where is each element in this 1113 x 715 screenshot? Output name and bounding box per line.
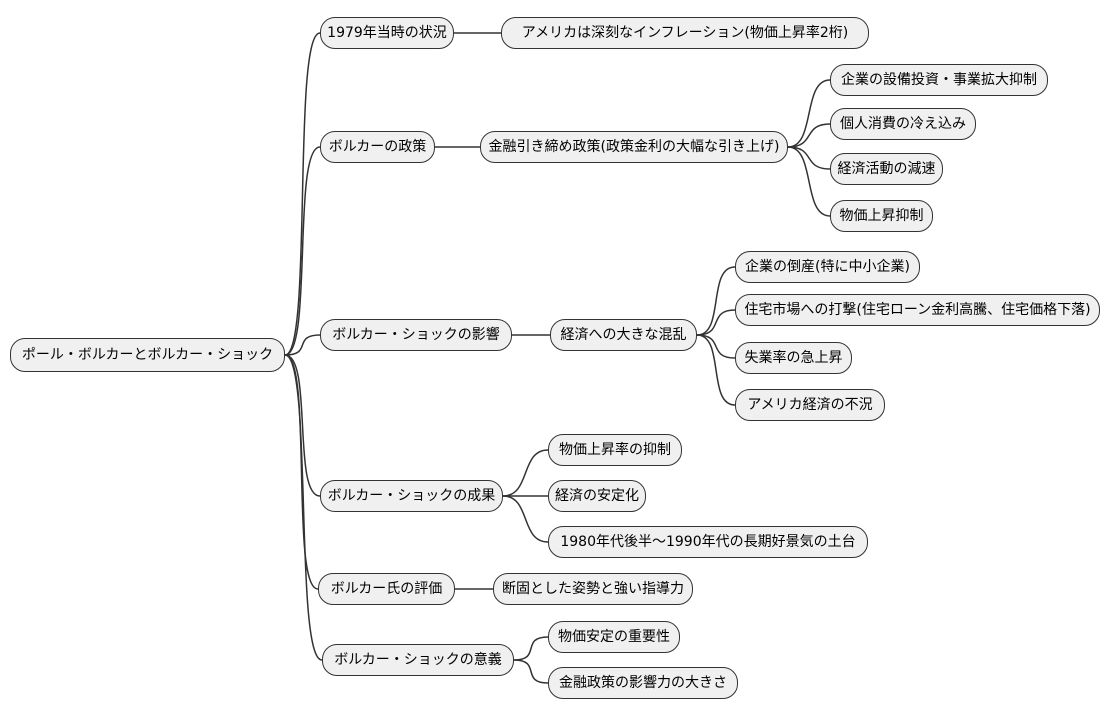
mindmap-edge [513, 659, 549, 684]
node-housing-market-hit: 住宅市場への打撃(住宅ローン金利高騰、住宅価格下落) [735, 294, 1100, 326]
node-inflation-suppression: 物価上昇率の抑制 [548, 434, 682, 466]
mindmap-edge [513, 636, 549, 661]
mindmap-edge [696, 334, 736, 359]
mindmap-edge [696, 334, 736, 406]
node-economic-stabilization: 経済の安定化 [548, 480, 646, 512]
node-shock-results: ボルカー・ショックの成果 [320, 480, 503, 512]
mindmap-edge [787, 146, 831, 217]
mindmap-edge [787, 146, 831, 170]
mindmap-edge [284, 354, 321, 497]
mindmap-edge [787, 79, 831, 148]
mindmap-edge [284, 354, 319, 590]
node-volcker-evaluation: ボルカー氏の評価 [318, 573, 455, 605]
node-volcker-policy: ボルカーの政策 [320, 131, 435, 163]
node-bankruptcies: 企業の倒産(特に中小企業) [735, 251, 920, 283]
node-long-boom-foundation: 1980年代後半〜1990年代の長期好景気の土台 [548, 526, 868, 558]
node-price-rise-control: 物価上昇抑制 [830, 200, 933, 232]
node-root-volcker-shock: ポール・ボルカーとボルカー・ショック [10, 338, 285, 372]
node-monetary-tightening: 金融引き締め政策(政策金利の大幅な引き上げ) [480, 131, 788, 163]
node-price-stability-importance: 物価安定の重要性 [548, 621, 680, 653]
mindmap-edge [502, 495, 549, 543]
node-monetary-policy-influence: 金融政策の影響力の大きさ [548, 667, 738, 699]
node-1979-situation: 1979年当時の状況 [320, 17, 454, 49]
node-consumption-cooling: 個人消費の冷え込み [830, 108, 976, 140]
mindmap-edge [284, 354, 323, 661]
mindmap-edge [284, 334, 321, 356]
node-us-recession: アメリカ経済の不況 [735, 389, 885, 421]
node-shock-impact: ボルカー・ショックの影響 [320, 319, 512, 351]
mindmap-edge [284, 146, 321, 356]
node-capex-restraint: 企業の設備投資・事業拡大抑制 [830, 64, 1048, 96]
node-economic-slowdown: 経済活動の減速 [830, 153, 943, 185]
node-firm-leadership: 断固とした姿勢と強い指導力 [493, 573, 693, 605]
mindmap-edge [502, 449, 549, 497]
node-unemployment-surge: 失業率の急上昇 [735, 342, 852, 374]
node-shock-significance: ボルカー・ショックの意義 [322, 644, 514, 676]
mindmap-edge [787, 123, 831, 148]
mindmap-edge [696, 266, 736, 336]
mindmap-edge [696, 309, 736, 336]
node-severe-inflation: アメリカは深刻なインフレーション(物価上昇率2桁) [501, 17, 869, 49]
mindmap-edge [284, 32, 321, 356]
node-economic-turmoil: 経済への大きな混乱 [550, 319, 697, 351]
